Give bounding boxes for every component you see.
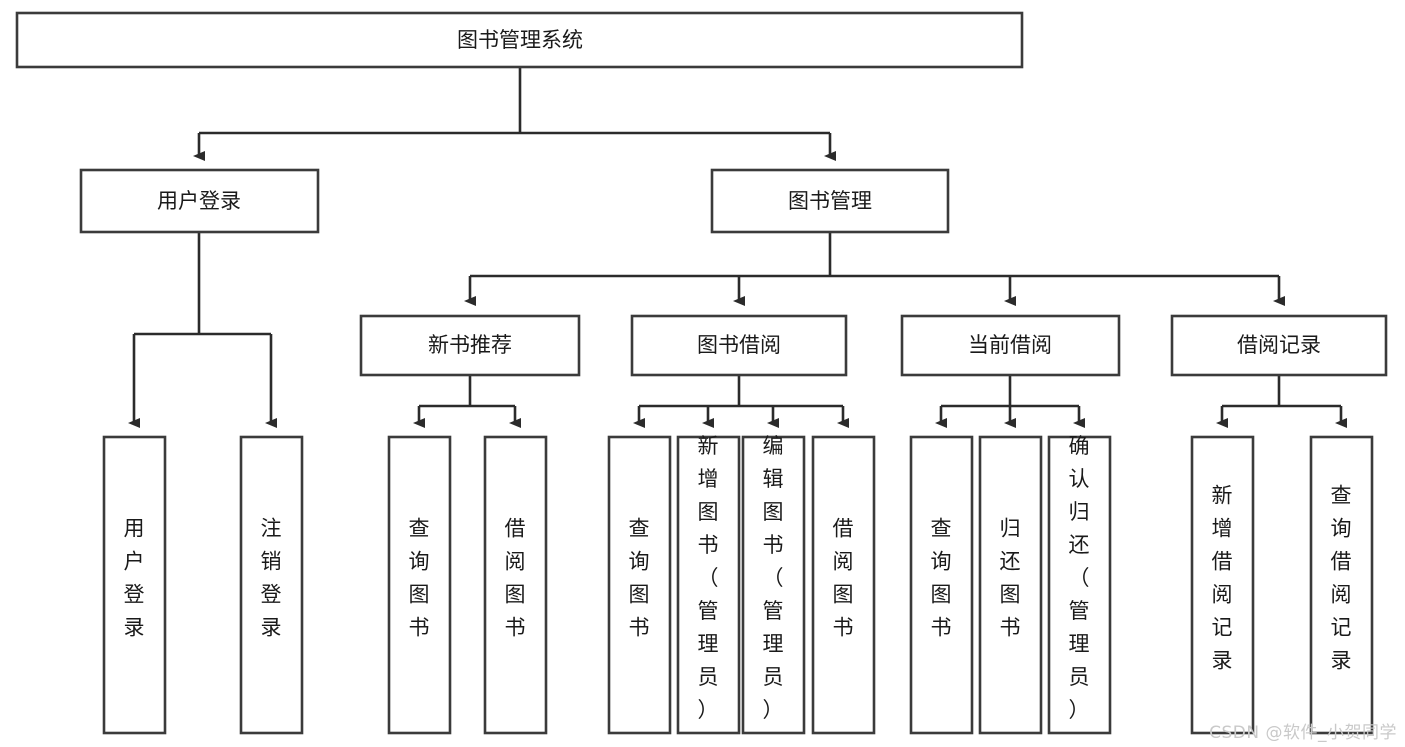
- node-user-login[interactable]: 用户登录: [79, 168, 320, 234]
- connector-current-to-leaves: [935, 375, 1085, 428]
- connector-records-to-leaves: [1216, 375, 1347, 428]
- leaf-borrow-record-1[interactable]: 新增借阅记录: [1190, 435, 1255, 735]
- node-book-borrow[interactable]: 图书借阅: [630, 314, 848, 377]
- leaf-current-borrow-2-label: 归还图书: [1000, 517, 1021, 640]
- leaf-book-borrow-2-label: 新增图书（管理员）: [698, 434, 719, 722]
- csdn-watermark: CSDN @软件_小贺同学: [1209, 723, 1397, 743]
- connector-bookmgmt-to-level2: [464, 232, 1285, 306]
- connector-newbook-to-leaves: [413, 375, 521, 428]
- leaf-book-borrow-1[interactable]: 查询图书: [607, 435, 672, 735]
- leaf-book-borrow-3-label: 编辑图书（管理员）: [763, 434, 784, 722]
- node-new-book-recommend-label: 新书推荐: [428, 333, 512, 357]
- node-root[interactable]: 图书管理系统: [15, 11, 1024, 69]
- leaf-current-borrow-1[interactable]: 查询图书: [909, 435, 974, 735]
- node-book-borrow-label: 图书借阅: [697, 333, 781, 357]
- leaf-book-borrow-2[interactable]: 新增图书（管理员）: [676, 434, 741, 735]
- leaf-current-borrow-3-label: 确认归还（管理员）: [1069, 434, 1090, 722]
- node-borrow-records[interactable]: 借阅记录: [1170, 314, 1388, 377]
- leaf-book-borrow-3[interactable]: 编辑图书（管理员）: [741, 434, 806, 735]
- node-book-management-label: 图书管理: [788, 189, 872, 213]
- leaf-user-login-2[interactable]: 注销登录: [239, 435, 304, 735]
- leaf-book-borrow-1-label: 查询图书: [629, 517, 650, 640]
- leaf-borrow-record-1-label: 新增借阅记录: [1212, 484, 1233, 673]
- leaf-new-book-2-label: 借阅图书: [505, 517, 526, 640]
- node-current-borrow-label: 当前借阅: [968, 333, 1052, 357]
- node-current-borrow[interactable]: 当前借阅: [900, 314, 1121, 377]
- node-new-book-recommend[interactable]: 新书推荐: [359, 314, 581, 377]
- leaf-borrow-record-2-label: 查询借阅记录: [1331, 484, 1352, 673]
- leaf-user-login-2-label: 注销登录: [261, 517, 282, 640]
- leaf-new-book-1[interactable]: 查询图书: [387, 435, 452, 735]
- leaf-current-borrow-3[interactable]: 确认归还（管理员）: [1047, 434, 1112, 735]
- leaf-book-borrow-4-label: 借阅图书: [833, 517, 854, 640]
- leaf-user-login-1[interactable]: 用户登录: [102, 435, 167, 735]
- leaf-new-book-1-label: 查询图书: [409, 517, 430, 640]
- connector-borrow-to-leaves: [633, 375, 849, 428]
- node-user-login-label: 用户登录: [157, 189, 241, 213]
- leaf-current-borrow-1-label: 查询图书: [931, 517, 952, 640]
- connector-userlogin-to-leaves: [128, 232, 277, 428]
- leaf-borrow-record-2[interactable]: 查询借阅记录: [1309, 435, 1374, 735]
- node-book-management[interactable]: 图书管理: [710, 168, 950, 234]
- connector-root-to-level1: [193, 67, 836, 161]
- leaf-book-borrow-4[interactable]: 借阅图书: [811, 435, 876, 735]
- node-root-label: 图书管理系统: [457, 28, 583, 52]
- leaf-user-login-1-label: 用户登录: [124, 517, 145, 640]
- node-borrow-records-label: 借阅记录: [1237, 333, 1321, 357]
- leaf-current-borrow-2[interactable]: 归还图书: [978, 435, 1043, 735]
- leaf-new-book-2[interactable]: 借阅图书: [483, 435, 548, 735]
